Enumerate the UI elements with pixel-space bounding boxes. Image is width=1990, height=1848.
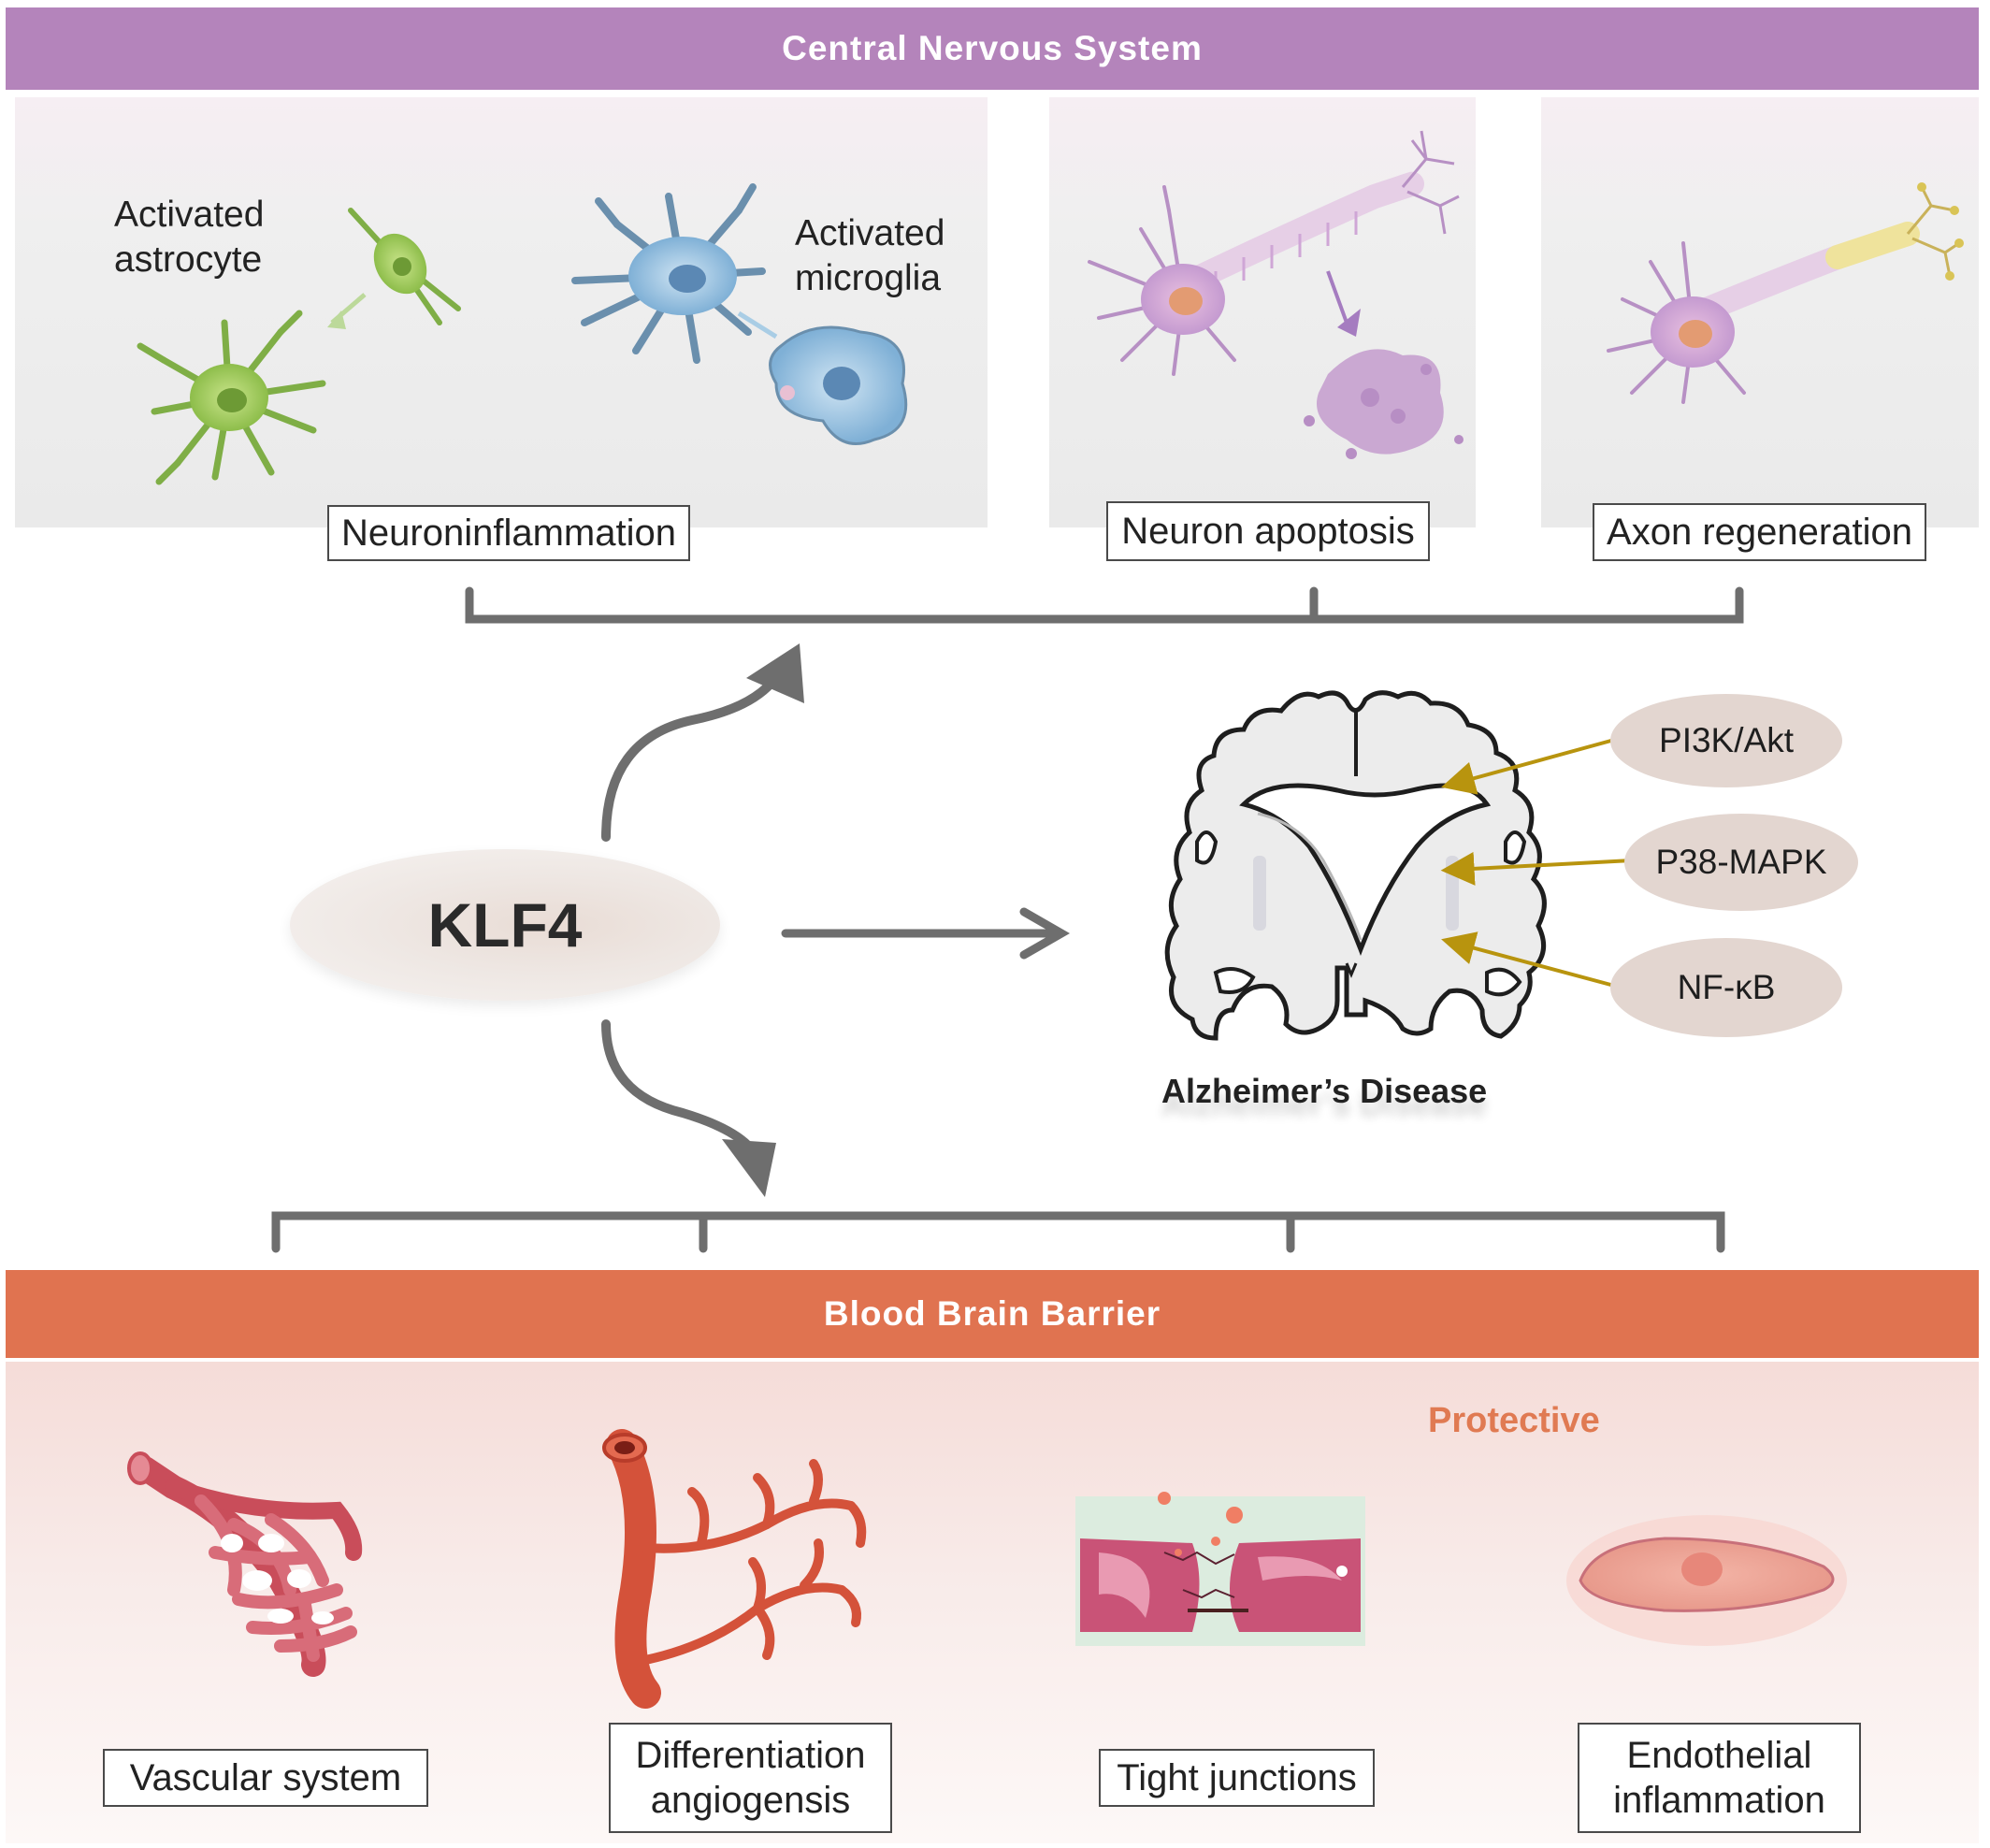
cns-title: Central Nervous System (782, 29, 1203, 67)
klf4-node: KLF4 (290, 849, 720, 1001)
protective-label: Protective (1428, 1401, 1600, 1440)
tight-junction-illustration (1075, 1492, 1365, 1646)
cns-banner: Central Nervous System (6, 7, 1979, 90)
astrocyte-label: Activated astrocyte (114, 195, 265, 280)
tight-junctions-label: Tight junctions (1099, 1749, 1375, 1807)
bbb-bracket (271, 1211, 1725, 1253)
bbb-banner: Blood Brain Barrier (6, 1270, 1979, 1358)
bbb-title: Blood Brain Barrier (823, 1294, 1161, 1333)
arrow-right (781, 907, 1071, 960)
pathway-nf-kb: NF-κB (1610, 938, 1842, 1037)
microglia-label: Activated microglia (795, 213, 945, 298)
axon-regeneration-label: Axon regeneration (1593, 503, 1926, 561)
pathway-p38-mapk: P38-MAPK (1624, 814, 1858, 911)
vascular-illustration (127, 1451, 363, 1677)
axon-regeneration-illustration (1607, 182, 1964, 404)
astrocyte-illustration (137, 208, 461, 485)
arrow-down-curve (601, 1019, 776, 1197)
disease-label: Alzheimer’s Disease (1161, 1072, 1488, 1110)
cns-panel-inflammation (15, 97, 988, 527)
arrow-up-curve (601, 643, 804, 842)
angiogenesis-label: Differentiation angiogensis (609, 1723, 892, 1833)
brain-illustration (1164, 690, 1547, 1041)
cns-bracket (465, 586, 1744, 624)
endothelial-illustration (1566, 1515, 1847, 1646)
endothelial-inflammation-label: Endothelial inflammation (1578, 1723, 1861, 1833)
neuron-apoptosis-label: Neuron apoptosis (1106, 501, 1430, 561)
cns-panel-axon (1541, 97, 1979, 527)
angiogenesis-illustration (602, 1429, 867, 1709)
pathway-arrows (1440, 737, 1633, 989)
pathway-pi3k-akt: PI3K/Akt (1610, 694, 1842, 787)
microglia-illustration (571, 183, 908, 445)
neuron-apoptosis-illustration (1088, 130, 1464, 459)
vascular-system-label: Vascular system (103, 1749, 428, 1807)
neuroinflammation-label: Neuroninflammation (327, 505, 690, 561)
